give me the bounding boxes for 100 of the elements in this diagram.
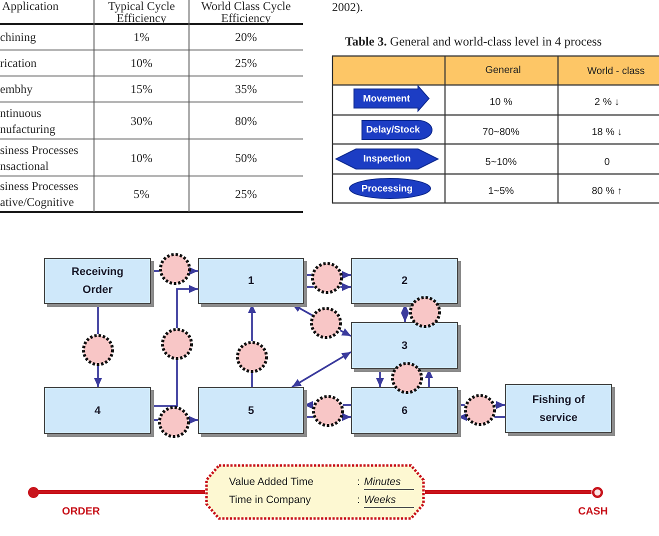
- timeline-end-label: ORDER: [62, 506, 100, 518]
- shape-label: Inspection: [363, 154, 411, 164]
- step-label: Receiving Order: [70, 265, 124, 298]
- percentage-value: 80%: [235, 114, 257, 128]
- percentage-value: 25%: [235, 56, 257, 70]
- row-label: siness Processes nsactional: [0, 142, 80, 174]
- octagon-panel: [205, 464, 425, 520]
- arrow: [340, 328, 352, 337]
- connector-line: [494, 416, 505, 418]
- arrow: [458, 413, 467, 421]
- dotted-circle-icon: [409, 296, 441, 328]
- process-box: [351, 258, 458, 304]
- table-value: 70~80%: [482, 127, 520, 139]
- shape-label: Processing: [361, 183, 413, 194]
- step-label: 2: [401, 274, 408, 289]
- percentage-value: 15%: [130, 82, 152, 96]
- end-dot-icon: [28, 486, 38, 498]
- dotted-circle-icon: [159, 253, 191, 285]
- shape-label: Delay/Stock: [366, 124, 420, 136]
- arrow: [189, 416, 198, 424]
- percentage-value: 50%: [235, 150, 257, 164]
- citation-text: 2002).: [332, 0, 363, 14]
- arrow-block: [354, 86, 429, 111]
- table-value: 0: [604, 157, 610, 169]
- end-ring-icon: [592, 486, 602, 498]
- connector-line: [151, 419, 158, 421]
- shape-label: Movement: [363, 93, 410, 104]
- column-header: Typical Cycle Efficiency: [107, 0, 176, 24]
- dotted-circle-icon: [391, 362, 423, 394]
- arrow: [189, 267, 198, 275]
- dotted-circle-icon: [158, 406, 190, 438]
- process-box: [198, 258, 304, 304]
- connector-line: [458, 404, 465, 406]
- column-header: Application: [2, 0, 59, 13]
- ellipse-block: [349, 178, 431, 199]
- process-box: [44, 387, 151, 434]
- metric-value: Minutes: [364, 476, 414, 490]
- step-label: 4: [94, 404, 101, 418]
- double-arrow: [292, 351, 352, 388]
- percentage-value: 5%: [134, 187, 150, 201]
- hexagon-block: [336, 149, 438, 169]
- process-box: [351, 387, 458, 434]
- percentage-value: 10%: [130, 150, 152, 164]
- connector-line: [38, 490, 205, 494]
- dotted-circle-icon: [310, 307, 342, 339]
- connector-line: [304, 286, 314, 288]
- connector-line: [342, 404, 351, 406]
- double-arrow: [401, 304, 409, 322]
- connector-line: [425, 490, 592, 494]
- dotted-circle-icon: [161, 328, 193, 360]
- d-shaped-block: [362, 120, 432, 140]
- process-box: [505, 384, 612, 433]
- arrow: [342, 413, 351, 421]
- dotted-circle-icon: [236, 341, 268, 373]
- arrow: [340, 283, 351, 291]
- arrow: [94, 366, 102, 387]
- table-value: 10 %: [490, 97, 512, 109]
- percentage-value: 35%: [235, 82, 257, 96]
- process-box: [198, 387, 304, 434]
- metric-label: Time in Company: [229, 494, 311, 507]
- row-label: ntinuous nufacturing: [0, 104, 56, 136]
- percentage-value: 25%: [235, 187, 257, 201]
- arrow: [495, 401, 505, 409]
- table-caption: Table 3. General and world-class level in 4 process: [345, 34, 602, 50]
- row-label: chining: [0, 30, 36, 44]
- step-label: Fishing of service: [531, 392, 586, 426]
- column-header: General: [485, 65, 521, 77]
- dotted-circle-icon: [311, 262, 343, 294]
- step-label: 6: [401, 404, 408, 418]
- row-label: embhy: [0, 82, 33, 96]
- column-header: World - class: [587, 66, 645, 78]
- metric-label: Value Added Time: [229, 476, 314, 489]
- percentage-value: 30%: [130, 114, 152, 128]
- row-label: siness Processes ative/Cognitive: [0, 178, 80, 210]
- connector-line: [151, 360, 178, 407]
- percentage-value: 1%: [134, 30, 150, 44]
- connector-line: [97, 304, 99, 334]
- metric-value: Weeks: [364, 494, 414, 508]
- connector-line: [251, 373, 253, 387]
- table-value: 18 % ↓: [592, 127, 622, 139]
- percentage-value: 20%: [235, 30, 257, 44]
- arrow: [176, 285, 198, 328]
- colon-separator: :: [357, 476, 360, 489]
- table-value: 80 % ↑: [592, 186, 622, 198]
- table-value: 2 % ↓: [594, 97, 620, 109]
- table-value: 5~10%: [485, 157, 517, 169]
- dotted-circle-icon: [312, 395, 344, 427]
- arrow: [425, 369, 433, 387]
- process-box: [44, 258, 151, 304]
- arrow: [376, 369, 384, 387]
- timeline-end-label: CASH: [578, 506, 608, 518]
- step-label: 5: [248, 404, 254, 418]
- column-header: World Class Cycle Efficiency: [200, 0, 292, 24]
- colon-separator: :: [357, 494, 360, 507]
- arrow: [342, 271, 351, 279]
- dotted-circle-icon: [82, 334, 114, 366]
- percentage-value: 10%: [130, 56, 152, 70]
- arrow: [304, 401, 314, 409]
- connector-line: [304, 274, 312, 276]
- connector-line: [304, 416, 314, 418]
